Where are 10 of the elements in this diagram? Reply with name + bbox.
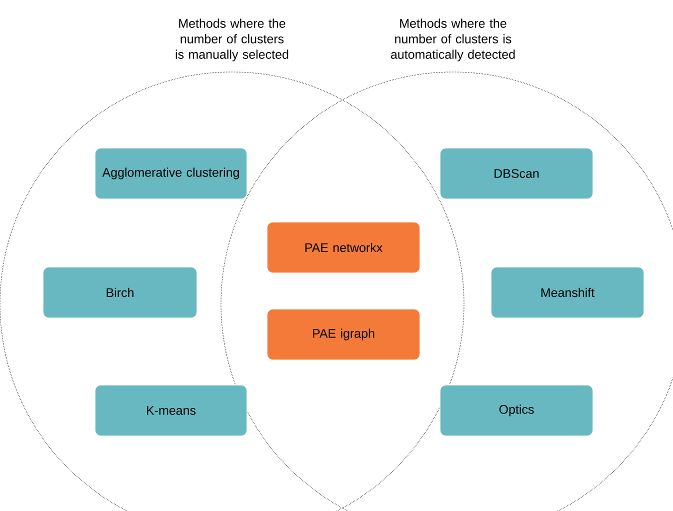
method-box: Birch [42, 266, 198, 318]
circle-heading: Methods where the number of clusters is manually selected [176, 18, 288, 62]
circle-heading: Methods where the number of clusters is automatically detected [391, 18, 515, 62]
method-box: K-means [94, 384, 248, 436]
method-box: Optics [440, 384, 594, 436]
method-box: PAE networkx [266, 222, 420, 274]
method-box: Agglomerative clustering [94, 148, 248, 200]
method-box: PAE igraph [266, 308, 420, 360]
method-box: DBScan [440, 148, 594, 200]
method-box: Meanshift [490, 266, 644, 318]
